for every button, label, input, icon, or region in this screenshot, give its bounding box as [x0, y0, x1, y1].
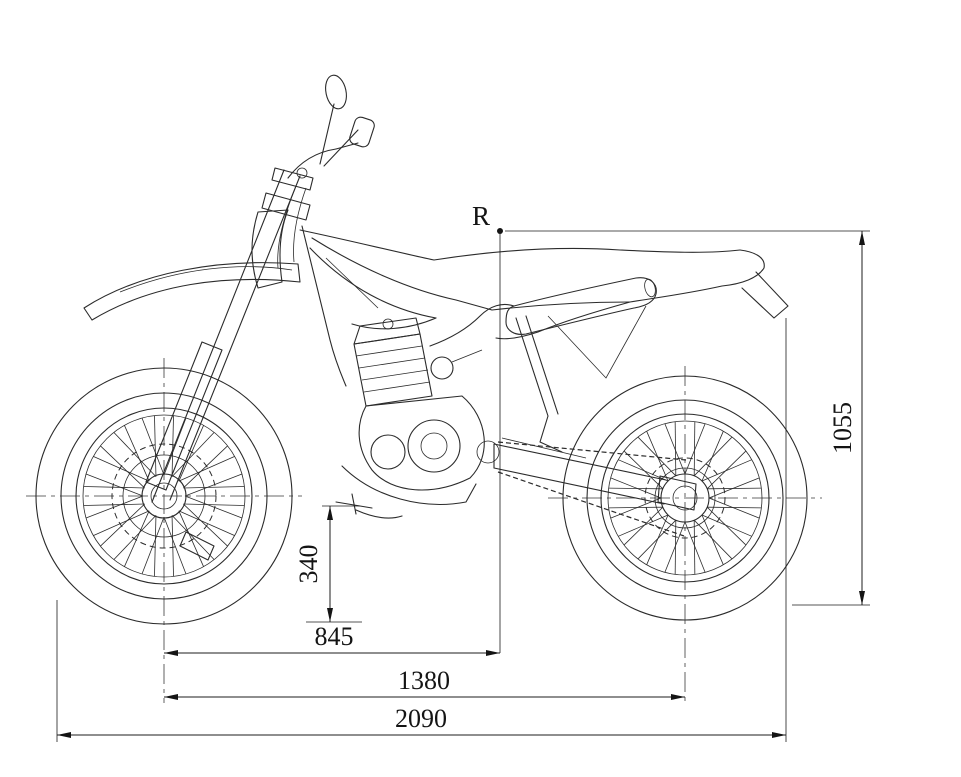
- rear-wheel-spokes: [608, 421, 762, 575]
- muffler: [505, 277, 657, 335]
- tank-shroud: [309, 247, 437, 319]
- left-mirror: [325, 74, 347, 110]
- dimension-overall-length: 2090: [56, 318, 787, 742]
- wheel-centerlines: [26, 358, 822, 703]
- rear-wheel: [562, 375, 808, 621]
- dimension-footpeg-height: 340: [294, 505, 362, 623]
- front-wheel: [35, 367, 293, 625]
- swingarm: [493, 443, 667, 481]
- triple-clamp: [261, 192, 311, 221]
- exhaust-header: [429, 303, 515, 347]
- dimension-front-axle-to-reference: 845: [164, 622, 500, 656]
- reference-label: R: [472, 201, 490, 231]
- front-fender: [83, 262, 301, 321]
- dimension-reference-point: R: [472, 201, 503, 653]
- rear-mudflap: [741, 271, 789, 319]
- fork-guard: [145, 341, 223, 491]
- dimension-value-1380: 1380: [398, 666, 450, 695]
- front-wheel-spokes: [83, 415, 245, 577]
- skid-plate: [341, 465, 477, 505]
- right-mirror: [349, 116, 375, 148]
- dimension-value-1055: 1055: [828, 402, 857, 454]
- subframe: [491, 301, 631, 311]
- axle-plate: [657, 475, 697, 511]
- dimension-value-845: 845: [315, 622, 354, 651]
- front-fork: [151, 169, 285, 503]
- dimension-wheelbase: 1380: [164, 666, 685, 700]
- front-brake-caliper: [179, 531, 215, 561]
- side-panel: [495, 301, 631, 340]
- mirror-stem: [319, 103, 335, 165]
- seat-tank-line: [299, 229, 741, 261]
- headlight-plate: [251, 209, 289, 289]
- control-cable: [277, 185, 297, 269]
- brake-pedal: [355, 509, 403, 519]
- motorcycle-body: [83, 74, 789, 537]
- engine: [353, 317, 500, 491]
- handlebar: [287, 148, 337, 179]
- dimension-seat-height: 1055: [505, 230, 870, 606]
- frame-downtube: [301, 225, 347, 387]
- tail: [629, 249, 765, 303]
- frame-spar: [311, 237, 493, 311]
- dimension-value-340: 340: [294, 545, 323, 584]
- dimension-value-2090: 2090: [395, 704, 447, 733]
